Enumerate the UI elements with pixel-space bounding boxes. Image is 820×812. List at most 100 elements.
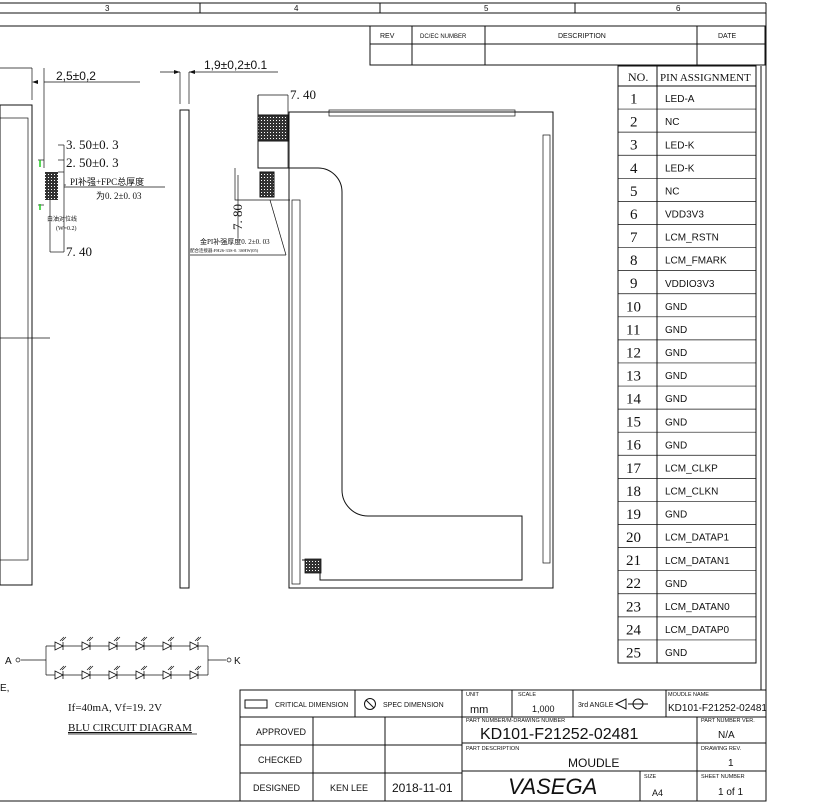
pin-assignment: LED-K <box>665 140 695 151</box>
size-value: A4 <box>652 788 663 798</box>
checked-label: CHECKED <box>258 755 303 765</box>
pin-number: 17 <box>626 461 642 477</box>
approved-label: APPROVED <box>256 727 307 737</box>
pin-assignment: VDDIO3V3 <box>665 279 715 290</box>
model-name-value: KD101-F21252-02481 <box>668 703 767 714</box>
dim-740-top: 7. 40 <box>290 87 316 102</box>
white-line-note: 白油对位线 <box>47 215 77 223</box>
pin-assignment: GND <box>665 510 687 521</box>
led-emission-icon <box>194 636 202 642</box>
circuit-title: BLU CIRCUIT DIAGRAM <box>68 722 192 734</box>
zone-label-5: 5 <box>484 4 489 13</box>
led-emission-icon <box>113 665 121 671</box>
pin-assignment: LCM_FMARK <box>665 256 727 267</box>
pin-table-header-pin: PIN ASSIGNMENT <box>660 72 751 84</box>
pin-assignment: LCM_RSTN <box>665 233 719 244</box>
critical-dimension-label: CRITICAL DIMENSION <box>275 702 348 709</box>
led-diode-icon <box>135 641 145 651</box>
led-emission-icon <box>167 665 175 671</box>
pin-number: 8 <box>630 253 638 269</box>
pin-assignment: NC <box>665 117 679 128</box>
pin-assignment: LCM_CLKP <box>665 463 718 474</box>
circuit-spec: If=40mA, Vf=19. 2V <box>68 702 162 714</box>
pin-assignment: GND <box>665 302 687 313</box>
pin-number: 18 <box>626 484 641 500</box>
pin-number: 21 <box>626 553 641 569</box>
led-emission-icon <box>86 636 94 642</box>
sheet-label: SHEET NUMBER <box>701 774 745 780</box>
pin-assignment: GND <box>665 440 687 451</box>
part-desc-value: MOUDLE <box>568 756 619 770</box>
led-diode-icon <box>81 670 91 680</box>
pin-assignment: GND <box>665 394 687 405</box>
led-diode-icon <box>54 670 64 680</box>
revision-table <box>369 25 766 66</box>
pin-number: 12 <box>626 345 641 361</box>
scale-value: 1,000 <box>532 704 555 714</box>
spec-dimension-label: SPEC DIMENSION <box>383 702 444 709</box>
pin-number: 1 <box>630 92 638 108</box>
white-line-width: (W=0.2) <box>56 225 77 232</box>
circuit-cathode-label: K <box>234 656 241 667</box>
led-emission-icon <box>140 665 148 671</box>
led-emission-icon <box>59 636 67 642</box>
led-diode-icon <box>189 670 199 680</box>
pin-assignment: NC <box>665 186 679 197</box>
pin-assignment: LED-A <box>665 94 695 105</box>
pin-number: 25 <box>626 645 641 661</box>
led-diode-icon <box>81 641 91 651</box>
zone-label-4: 4 <box>294 4 299 13</box>
blu-circuit <box>15 636 232 680</box>
pin-number: 9 <box>630 276 638 292</box>
led-diode-icon <box>135 670 145 680</box>
pin-number: 5 <box>630 184 638 200</box>
pin-assignment-table <box>617 65 762 690</box>
drawing-rev-value: 1 <box>728 758 734 769</box>
pin-assignment: LED-K <box>665 163 695 174</box>
pin-number: 7 <box>630 230 638 246</box>
description-header: DESCRIPTION <box>558 33 606 40</box>
circuit-cut-text: E, <box>0 683 9 694</box>
dim-side: 1,9±0,2±0.1 <box>204 58 268 72</box>
pin-number: 3 <box>630 138 638 154</box>
pin-assignment: LCM_DATAP1 <box>665 533 730 544</box>
dim-250: 2. 50±0. 3 <box>66 155 119 170</box>
circuit-anode-label: A <box>5 656 12 667</box>
model-name-label: MOUDLE NAME <box>668 692 709 698</box>
pin-number: 2 <box>630 115 638 131</box>
led-diode-icon <box>162 641 172 651</box>
pin-number: 15 <box>626 415 641 431</box>
left-view <box>0 67 140 586</box>
pin-number: 24 <box>626 622 642 638</box>
dim-left-top: 2,5±0,2 <box>56 69 96 83</box>
unit-label: UNIT <box>466 692 479 698</box>
pin-number: 23 <box>626 599 641 615</box>
front-view <box>190 94 554 589</box>
pin-assignment: GND <box>665 579 687 590</box>
company-name: VASEGA <box>508 774 597 799</box>
pin-table-header-no: NO. <box>628 70 648 84</box>
pin-assignment: LCM_DATAP0 <box>665 625 730 636</box>
led-emission-icon <box>86 665 94 671</box>
angle-label: 3rd ANGLE <box>578 702 614 709</box>
pin-assignment: GND <box>665 648 687 659</box>
rev-header: REV <box>380 33 395 40</box>
part-ver-label: PART NUMBER VER. <box>701 718 755 724</box>
gold-pi-note-2: 配合连接器:FH26-33S-0. 3SHW(05) <box>190 247 259 254</box>
led-diode-icon <box>108 641 118 651</box>
dim-740-left: 7. 40 <box>66 244 92 259</box>
led-emission-icon <box>194 665 202 671</box>
drawing-rev-label: DRAWING REV. <box>701 746 742 752</box>
pin-assignment: GND <box>665 325 687 336</box>
pin-number: 10 <box>626 299 641 315</box>
zone-label-6: 6 <box>676 4 681 13</box>
part-number-label: PART NUMBER/M-DRAWING NUMBER <box>466 718 565 724</box>
design-date: 2018-11-01 <box>392 781 453 795</box>
sheet-value: 1 of 1 <box>718 787 743 798</box>
part-ver-value: N/A <box>718 730 735 741</box>
pin-assignment: GND <box>665 348 687 359</box>
side-view <box>160 70 278 589</box>
designed-label: DESIGNED <box>253 783 301 793</box>
designer-name: KEN LEE <box>330 783 368 793</box>
led-emission-icon <box>113 636 121 642</box>
